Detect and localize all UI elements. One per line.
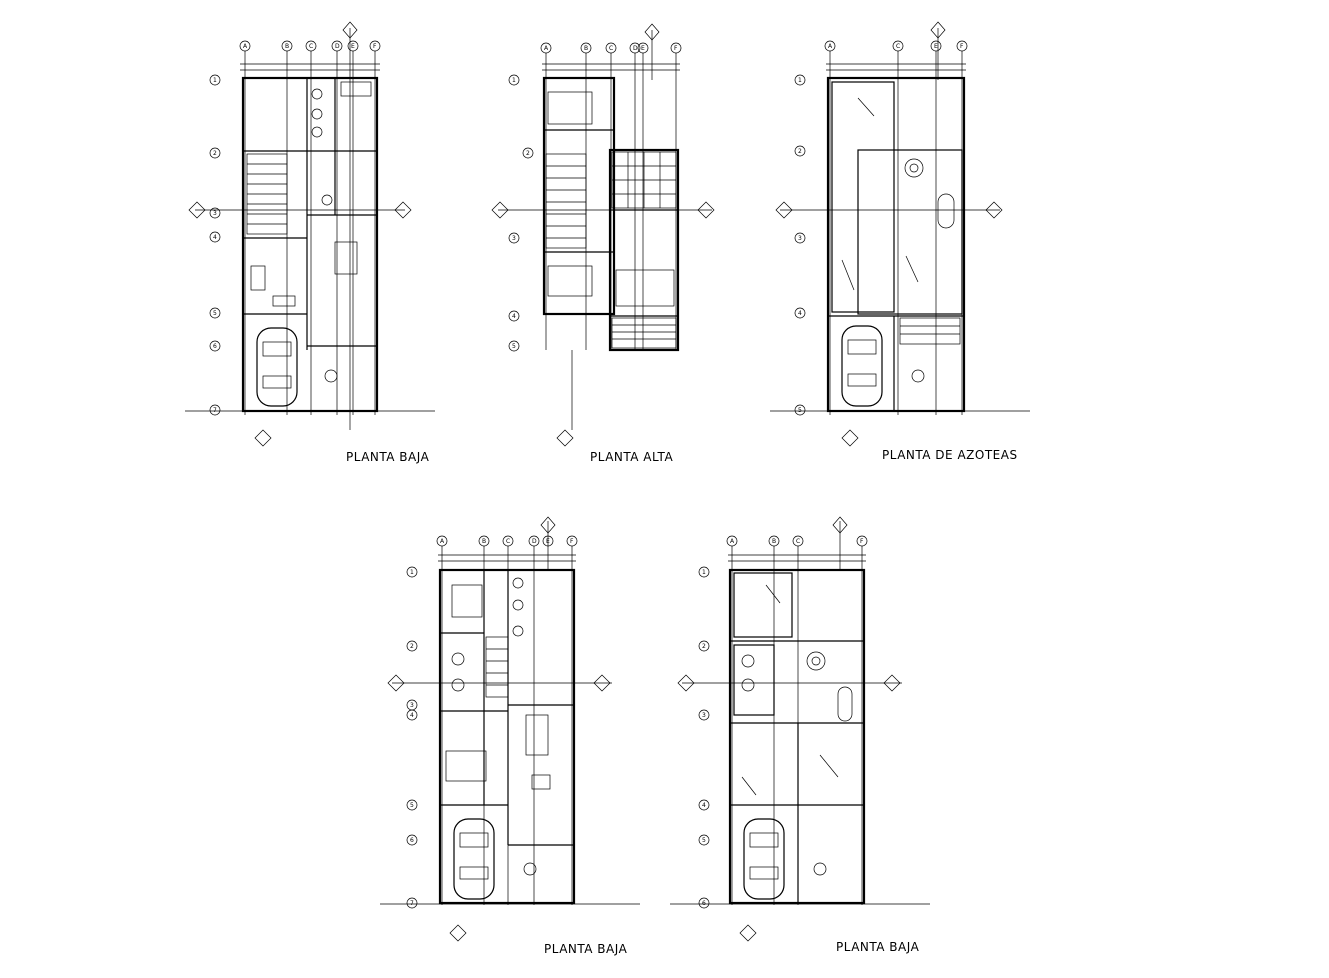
- svg-text:E: E: [934, 43, 938, 50]
- svg-text:2: 2: [798, 148, 802, 155]
- balcony: [611, 317, 677, 349]
- floor-plan-planta-baja-3: A B C F 1 2 3 4 5 6: [670, 515, 930, 965]
- car: [841, 325, 883, 407]
- svg-text:2: 2: [526, 150, 530, 157]
- svg-text:B: B: [482, 538, 486, 545]
- plan-drawing: A B C D E F 1 2 3 4 5: [491, 23, 715, 447]
- car: [256, 327, 298, 407]
- row-axis-bubbles: 1 2 3 4 5 6 7: [209, 74, 221, 416]
- bathroom-tiles: [611, 151, 677, 209]
- svg-text:1: 1: [410, 569, 414, 576]
- plan-drawing: A B C D E F 1 2 3 4 5 6 7: [185, 21, 435, 447]
- svg-text:A: A: [440, 538, 445, 545]
- svg-text:A: A: [730, 538, 735, 545]
- svg-text:D: D: [532, 538, 537, 545]
- svg-text:C: C: [896, 43, 900, 50]
- plan-drawing: A B C F 1 2 3 4 5 6: [670, 516, 930, 942]
- svg-text:7: 7: [213, 407, 217, 414]
- row-axis-bubbles: 1 2 3 4 5 6 7: [406, 566, 418, 909]
- plan-caption: PLANTA BAJA: [836, 940, 920, 954]
- row-axis-bubbles: 1 2 3 4 5: [794, 74, 806, 416]
- stairs: [246, 153, 288, 235]
- svg-text:B: B: [772, 538, 776, 545]
- svg-text:4: 4: [512, 313, 516, 320]
- svg-text:B: B: [285, 43, 289, 50]
- svg-text:3: 3: [798, 235, 802, 242]
- svg-text:A: A: [243, 43, 248, 50]
- svg-text:5: 5: [512, 343, 516, 350]
- svg-text:F: F: [570, 538, 574, 545]
- svg-text:C: C: [309, 43, 313, 50]
- svg-text:3: 3: [410, 702, 414, 709]
- plan-drawing: A C E F 1 2 3 4 5: [770, 21, 1030, 447]
- plan-caption: PLANTA DE AZOTEAS: [882, 448, 1018, 462]
- car: [453, 818, 495, 900]
- column-axis-bubbles: A C E F: [824, 40, 968, 52]
- svg-text:4: 4: [213, 234, 217, 241]
- svg-text:5: 5: [702, 837, 706, 844]
- svg-text:A: A: [828, 43, 833, 50]
- svg-text:5: 5: [798, 407, 802, 414]
- svg-text:3: 3: [213, 210, 217, 217]
- svg-text:C: C: [796, 538, 800, 545]
- svg-text:E: E: [351, 43, 355, 50]
- svg-text:C: C: [609, 45, 613, 52]
- floor-plan-planta-baja-1: A B C D E F 1 2 3 4 5 6 7: [185, 20, 435, 464]
- floor-plan-azoteas: A C E F 1 2 3 4 5: [770, 20, 1030, 462]
- svg-text:F: F: [674, 45, 678, 52]
- svg-text:C: C: [506, 538, 510, 545]
- svg-text:B: B: [584, 45, 588, 52]
- plan-caption: PLANTA BAJA: [544, 942, 628, 956]
- svg-text:D: D: [335, 43, 340, 50]
- row-axis-bubbles: 1 2 3 4 5 6: [698, 566, 710, 909]
- column-axis-bubbles: A B C D E F: [540, 42, 682, 54]
- svg-text:4: 4: [798, 310, 802, 317]
- svg-text:F: F: [860, 538, 864, 545]
- stairs: [545, 153, 587, 249]
- plan-caption: PLANTA BAJA: [346, 450, 430, 464]
- floor-plan-planta-alta: A B C D E F 1 2 3 4 5: [490, 20, 720, 464]
- column-axis-bubbles: A B C D E F: [239, 40, 381, 52]
- svg-text:5: 5: [410, 802, 414, 809]
- svg-text:F: F: [960, 43, 964, 50]
- svg-text:2: 2: [213, 150, 217, 157]
- plan-caption: PLANTA ALTA: [590, 450, 674, 464]
- column-axis-bubbles: A B C F: [726, 535, 868, 547]
- svg-text:1: 1: [702, 569, 706, 576]
- row-axis-bubbles: 1 2 3 4 5: [508, 74, 534, 352]
- svg-text:D: D: [633, 45, 638, 52]
- svg-text:4: 4: [410, 712, 414, 719]
- svg-text:1: 1: [798, 77, 802, 84]
- svg-text:4: 4: [702, 802, 706, 809]
- svg-text:6: 6: [410, 837, 414, 844]
- plan-drawing: A B C D E F 1 2 3 4 5 6 7: [380, 516, 640, 942]
- svg-text:6: 6: [702, 900, 706, 907]
- svg-text:6: 6: [213, 343, 217, 350]
- svg-text:3: 3: [512, 235, 516, 242]
- svg-text:5: 5: [213, 310, 217, 317]
- stairs: [485, 636, 509, 698]
- svg-text:E: E: [641, 45, 645, 52]
- svg-text:2: 2: [702, 643, 706, 650]
- svg-text:7: 7: [410, 900, 414, 907]
- svg-text:1: 1: [512, 77, 516, 84]
- svg-text:3: 3: [702, 712, 706, 719]
- svg-text:1: 1: [213, 77, 217, 84]
- balcony: [899, 317, 961, 345]
- svg-text:2: 2: [410, 643, 414, 650]
- svg-text:F: F: [373, 43, 377, 50]
- car: [743, 818, 785, 900]
- floor-plan-planta-baja-2: A B C D E F 1 2 3 4 5 6 7: [380, 515, 640, 965]
- svg-text:A: A: [544, 45, 549, 52]
- column-axis-bubbles: A B C D E F: [436, 535, 578, 547]
